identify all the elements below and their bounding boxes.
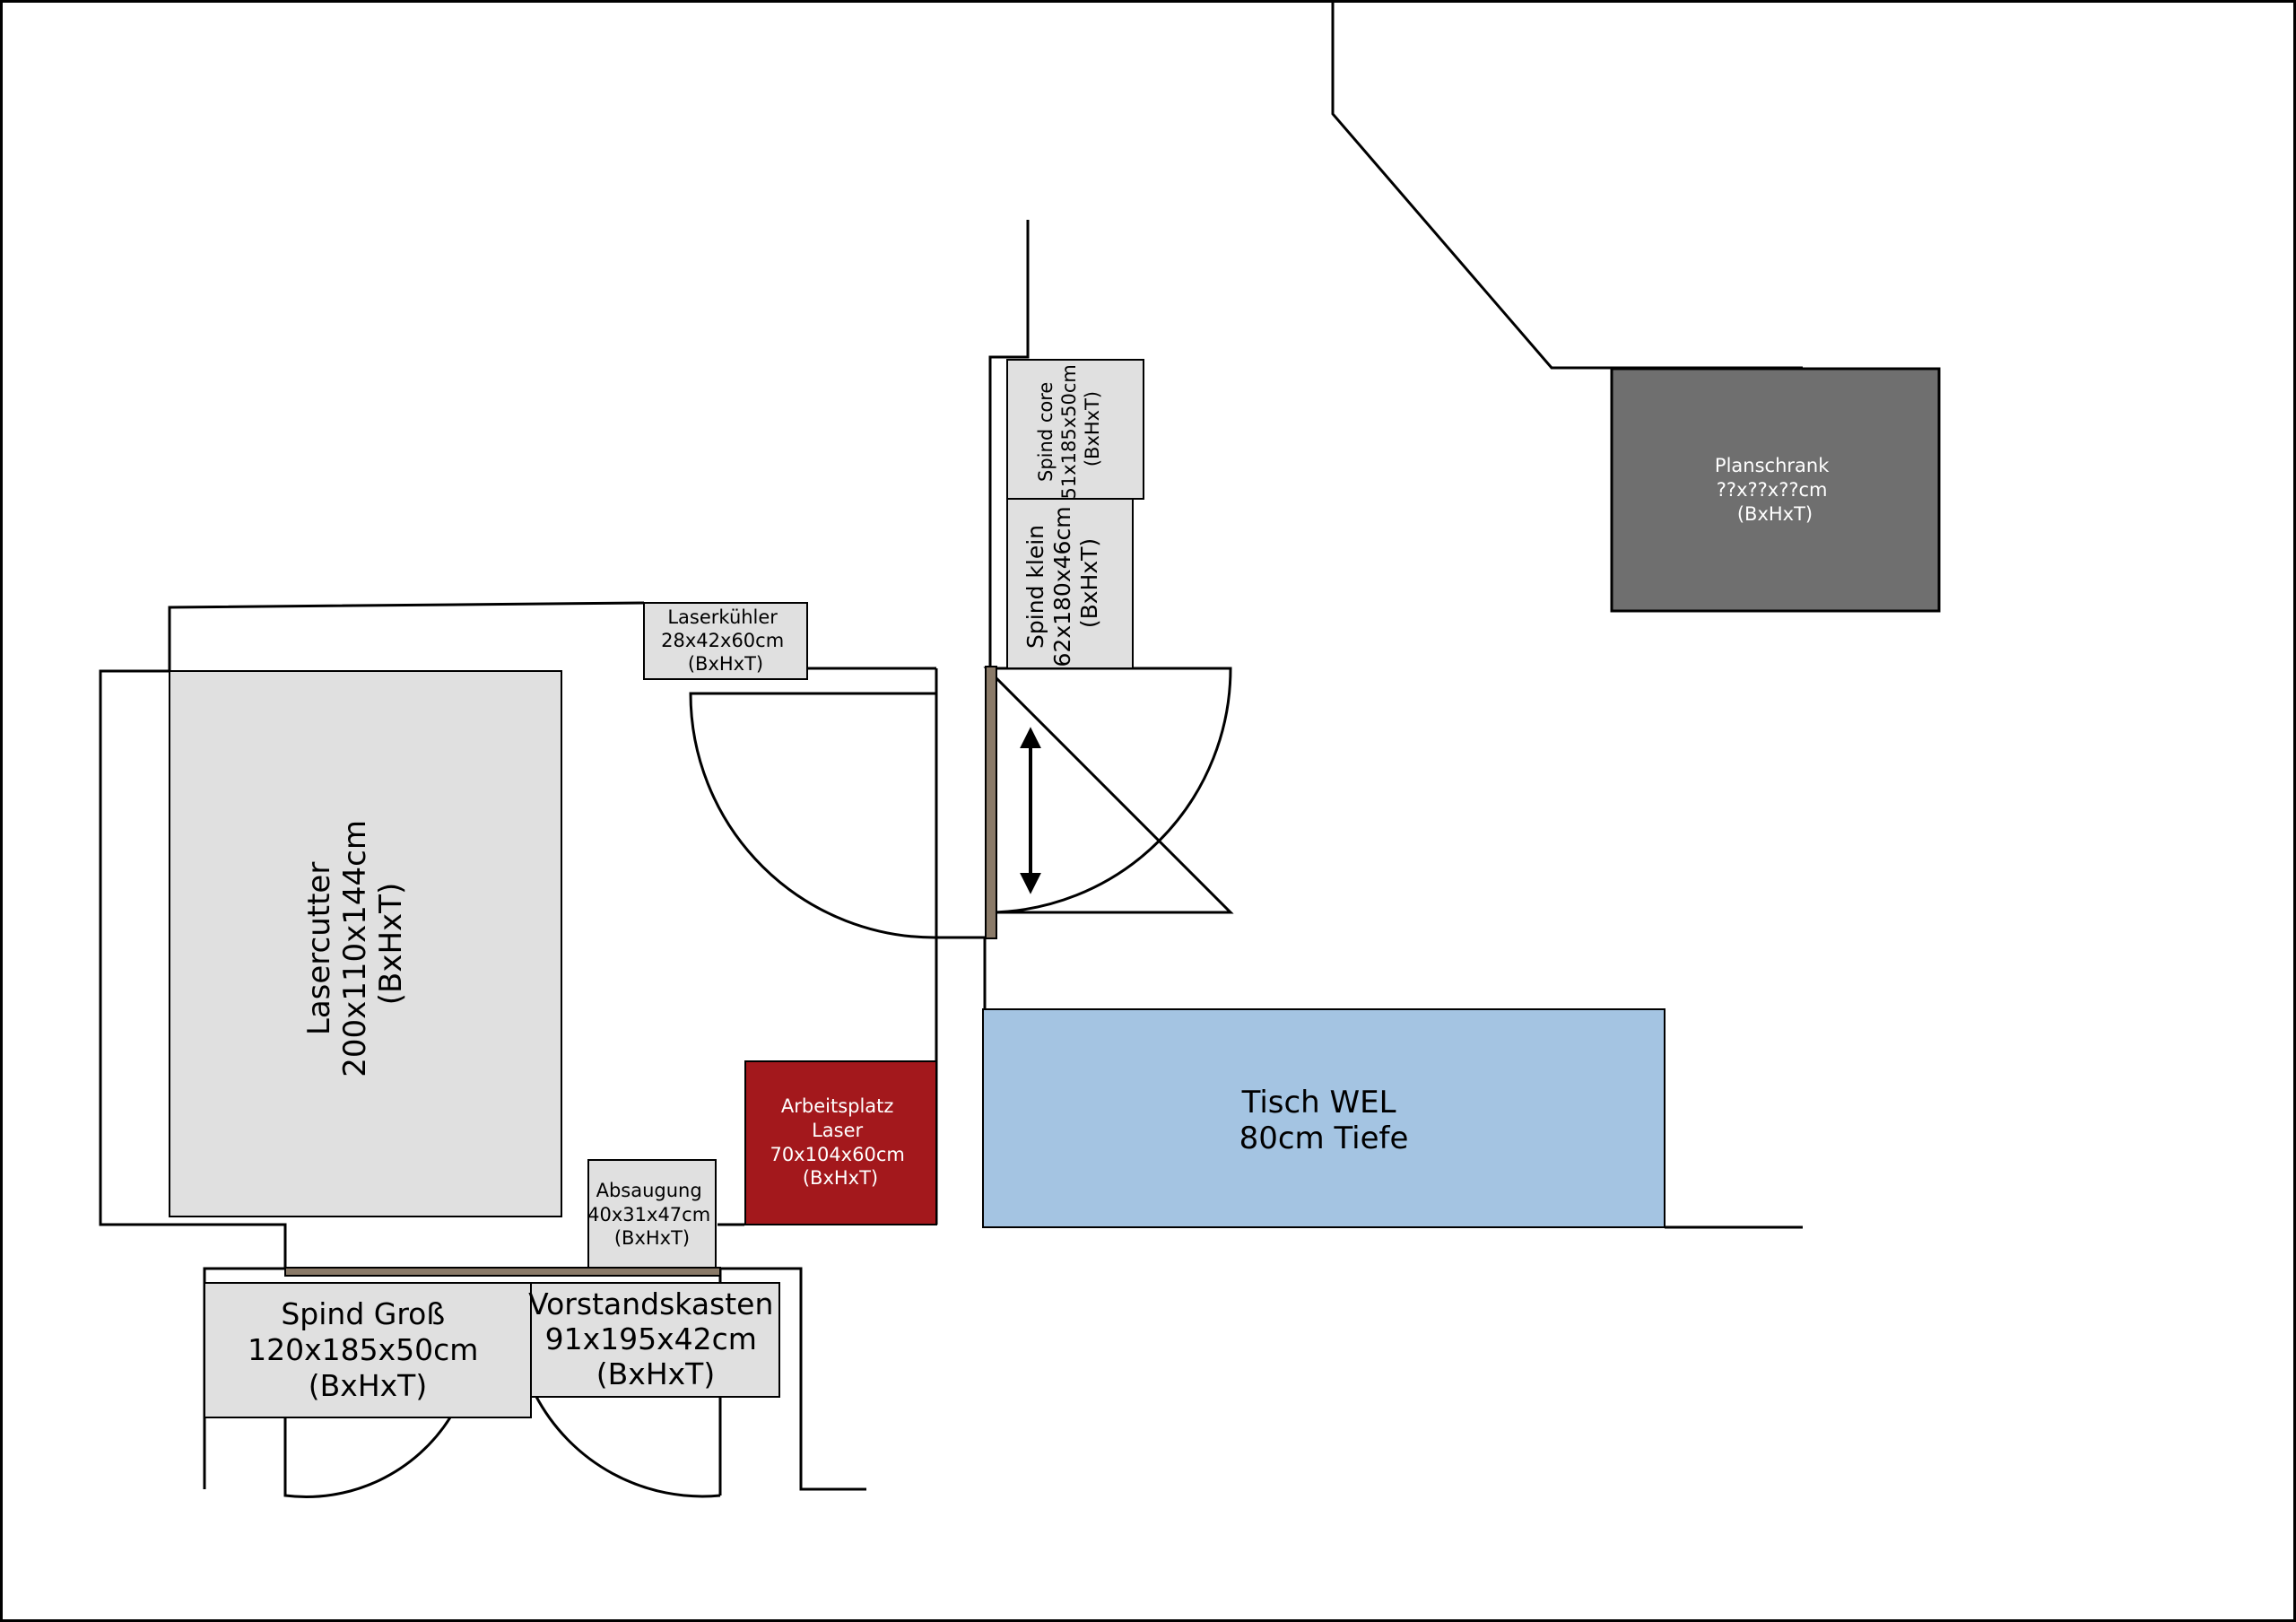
door-swing-right <box>983 667 1234 914</box>
doors <box>283 666 1234 1498</box>
door-swing-left <box>689 692 937 939</box>
spind-klein-item[interactable]: Spind klein 62x180x46cm (BxHxT) <box>1006 498 1134 669</box>
tisch-label: Tisch WEL 80cm Tiefe <box>1239 1085 1409 1156</box>
spind-core-box[interactable] <box>1006 359 1144 500</box>
door-swing-bottom-left <box>283 1417 452 1498</box>
upper-wall <box>988 220 1030 668</box>
arbeitsplatz-label: Arbeitsplatz Laser 70x104x60cm (BxHxT) <box>770 1095 910 1189</box>
absaugung-item[interactable]: Absaugung 40x31x47cm (BxHxT) <box>587 1159 717 1269</box>
laserkuehler-item[interactable]: Laserkühler 28x42x60cm (BxHxT) <box>643 602 808 680</box>
spind-core-item[interactable]: Spind core 51x185x50cm (BxHxT) <box>1006 358 1144 500</box>
arbeitsplatz-item[interactable]: Arbeitsplatz Laser 70x104x60cm (BxHxT) <box>744 1060 937 1225</box>
left-outer-wall <box>99 669 287 1269</box>
lasercutter-item[interactable]: Lasercutter 200x110x144cm (BxHxT) <box>169 670 562 1217</box>
left-upper-wall <box>168 601 645 671</box>
door-swing-bottom-right <box>534 1394 721 1498</box>
planschrank-label: Planschrank ??x??x??cm (BxHxT) <box>1715 455 1835 525</box>
sliding-door-panel <box>985 666 997 939</box>
vorstandskasten-item[interactable]: Vorstandskasten 91x195x42cm (BxHxT) <box>528 1282 783 1398</box>
laserkuehler-box[interactable] <box>643 602 808 680</box>
spind-gross-label: Spind Groß 120x185x50cm (BxHxT) <box>248 1296 488 1403</box>
bottom-door-panel <box>284 1267 721 1277</box>
spind-gross-item[interactable]: Spind Groß 120x185x50cm (BxHxT) <box>204 1282 532 1418</box>
absaugung-box[interactable] <box>587 1159 717 1269</box>
planschrank-item[interactable]: Planschrank ??x??x??cm (BxHxT) <box>1610 367 1941 613</box>
planschrank-box[interactable] <box>1610 367 1941 613</box>
tisch-item[interactable]: Tisch WEL 80cm Tiefe <box>982 1008 1665 1228</box>
spind-gross-box[interactable] <box>204 1282 532 1418</box>
vorstandskasten-box[interactable] <box>530 1282 780 1398</box>
vorstandskasten-label: Vorstandskasten 91x195x42cm (BxHxT) <box>528 1286 783 1391</box>
lasercutter-label: Lasercutter 200x110x144cm (BxHxT) <box>301 810 409 1077</box>
spind-klein-box[interactable] <box>1006 498 1134 669</box>
laserkuehler-label: Laserkühler 28x42x60cm (BxHxT) <box>661 606 790 675</box>
arbeitsplatz-box[interactable] <box>744 1060 937 1225</box>
absaugung-label: Absaugung 40x31x47cm (BxHxT) <box>587 1180 717 1249</box>
spind-core-label: Spind core 51x185x50cm (BxHxT) <box>1035 358 1103 499</box>
lasercutter-box[interactable] <box>169 670 562 1217</box>
tisch-box[interactable] <box>982 1008 1665 1228</box>
spind-klein-label: Spind klein 62x180x46cm (BxHxT) <box>1022 500 1102 667</box>
